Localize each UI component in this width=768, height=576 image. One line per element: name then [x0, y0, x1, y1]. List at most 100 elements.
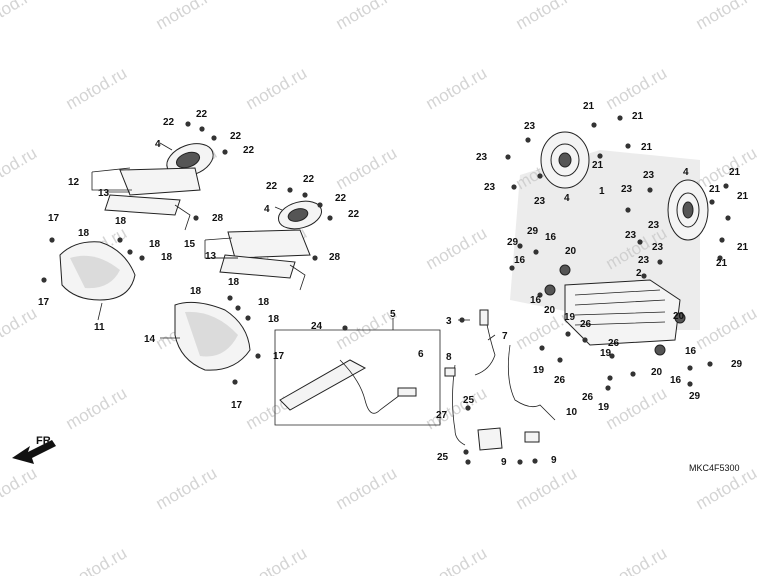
- callout-21: 21: [737, 191, 749, 202]
- fastener-icon: [139, 255, 145, 261]
- watermark-text: motod.ru: [0, 0, 40, 33]
- callout-18: 18: [190, 286, 202, 297]
- fastener-icon: [607, 375, 613, 381]
- leader-lines: [91, 142, 496, 341]
- fastener-icon: [687, 381, 693, 387]
- callout-10: 10: [566, 407, 578, 418]
- callout-4: 4: [155, 139, 161, 150]
- fastener-icon: [185, 121, 191, 127]
- watermark-text: motod.ru: [63, 543, 131, 576]
- callout-21: 21: [632, 111, 644, 122]
- callout-3: 3: [446, 316, 452, 327]
- fastener-icon: [533, 249, 539, 255]
- callout-21: 21: [641, 142, 653, 153]
- fastener-icon: [605, 385, 611, 391]
- callout-19: 19: [564, 312, 576, 323]
- fastener-icon: [717, 255, 723, 261]
- callout-23: 23: [652, 242, 664, 253]
- watermark-text: motod.ru: [153, 0, 221, 33]
- callout-20: 20: [565, 246, 577, 257]
- fastener-icon: [41, 277, 47, 283]
- watermark-text: motod.ru: [513, 463, 581, 513]
- callout-20: 20: [544, 305, 556, 316]
- fastener-icon: [463, 449, 469, 455]
- front-direction-indicator: FR.: [12, 435, 56, 464]
- callout-22: 22: [335, 193, 347, 204]
- callout-17: 17: [273, 351, 285, 362]
- fastener-icon: [505, 154, 511, 160]
- callout-23: 23: [476, 152, 488, 163]
- callout-18: 18: [115, 216, 127, 227]
- callout-29: 29: [507, 237, 519, 248]
- fastener-icon: [127, 249, 133, 255]
- fastener-icon: [465, 459, 471, 465]
- callout-25: 25: [437, 452, 449, 463]
- callout-23: 23: [625, 230, 637, 241]
- fastener-icon: [719, 237, 725, 243]
- watermark-text: motod.ru: [423, 543, 491, 576]
- callout-24: 24: [311, 321, 323, 332]
- callout-26: 26: [580, 319, 592, 330]
- callout-16: 16: [670, 375, 682, 386]
- watermark-text: motod.ru: [0, 463, 40, 513]
- fastener-icon: [517, 459, 523, 465]
- callout-16: 16: [685, 346, 697, 357]
- watermark-text: motod.ru: [423, 223, 491, 273]
- callout-18: 18: [149, 239, 161, 250]
- fastener-icon: [525, 137, 531, 143]
- right-lower-speaker: [667, 179, 709, 241]
- watermark-text: motod.ru: [243, 543, 311, 576]
- callout-18: 18: [78, 228, 90, 239]
- callout-22: 22: [303, 174, 315, 185]
- callout-21: 21: [716, 258, 728, 269]
- fastener-icon: [532, 458, 538, 464]
- callout-23: 23: [484, 182, 496, 193]
- fastener-icon: [617, 115, 623, 121]
- fastener-icon: [193, 215, 199, 221]
- callout-19: 19: [598, 402, 610, 413]
- part-5-box: [274, 329, 441, 426]
- callout-20: 20: [651, 367, 663, 378]
- fastener-icon: [582, 337, 588, 343]
- callout-27: 27: [436, 410, 448, 421]
- fastener-icon: [709, 199, 715, 205]
- watermark-text: motod.ru: [693, 303, 761, 353]
- callout-4: 4: [564, 193, 570, 204]
- watermark-text: motod.ru: [333, 0, 401, 33]
- callout-5: 5: [390, 309, 396, 320]
- callout-8: 8: [446, 352, 452, 363]
- callout-22: 22: [196, 109, 208, 120]
- fastener-icon: [630, 371, 636, 377]
- right-upper-speaker: [540, 131, 590, 189]
- fastener-icon: [317, 202, 323, 208]
- fastener-icon: [235, 305, 241, 311]
- watermark-text: motod.ru: [153, 463, 221, 513]
- amplifier-unit-2: [544, 264, 686, 356]
- fastener-icon: [255, 353, 261, 359]
- callout-21: 21: [737, 242, 749, 253]
- watermark-text: motod.ru: [423, 63, 491, 113]
- callout-26: 26: [582, 392, 594, 403]
- fastener-icon: [222, 149, 228, 155]
- callout-7: 7: [502, 331, 508, 342]
- watermark-text: motod.ru: [603, 63, 671, 113]
- callout-18: 18: [161, 252, 173, 263]
- fastener-icon: [725, 215, 731, 221]
- watermark-text: motod.ru: [0, 143, 40, 193]
- fastener-icon: [312, 255, 318, 261]
- fastener-icon: [342, 325, 348, 331]
- callout-16: 16: [514, 255, 526, 266]
- fastener-icon: [232, 379, 238, 385]
- watermark-text: motod.ru: [333, 463, 401, 513]
- fastener-icon: [245, 315, 251, 321]
- callout-20: 20: [673, 311, 685, 322]
- direction-label: FR.: [36, 435, 54, 447]
- middle-upper-speaker: [219, 200, 323, 291]
- fastener-icon: [537, 292, 543, 298]
- callout-18: 18: [268, 314, 280, 325]
- watermark-text: motod.ru: [513, 0, 581, 33]
- fastener-icon: [327, 215, 333, 221]
- callout-29: 29: [731, 359, 743, 370]
- callout-23: 23: [638, 255, 650, 266]
- fastener-icon: [657, 259, 663, 265]
